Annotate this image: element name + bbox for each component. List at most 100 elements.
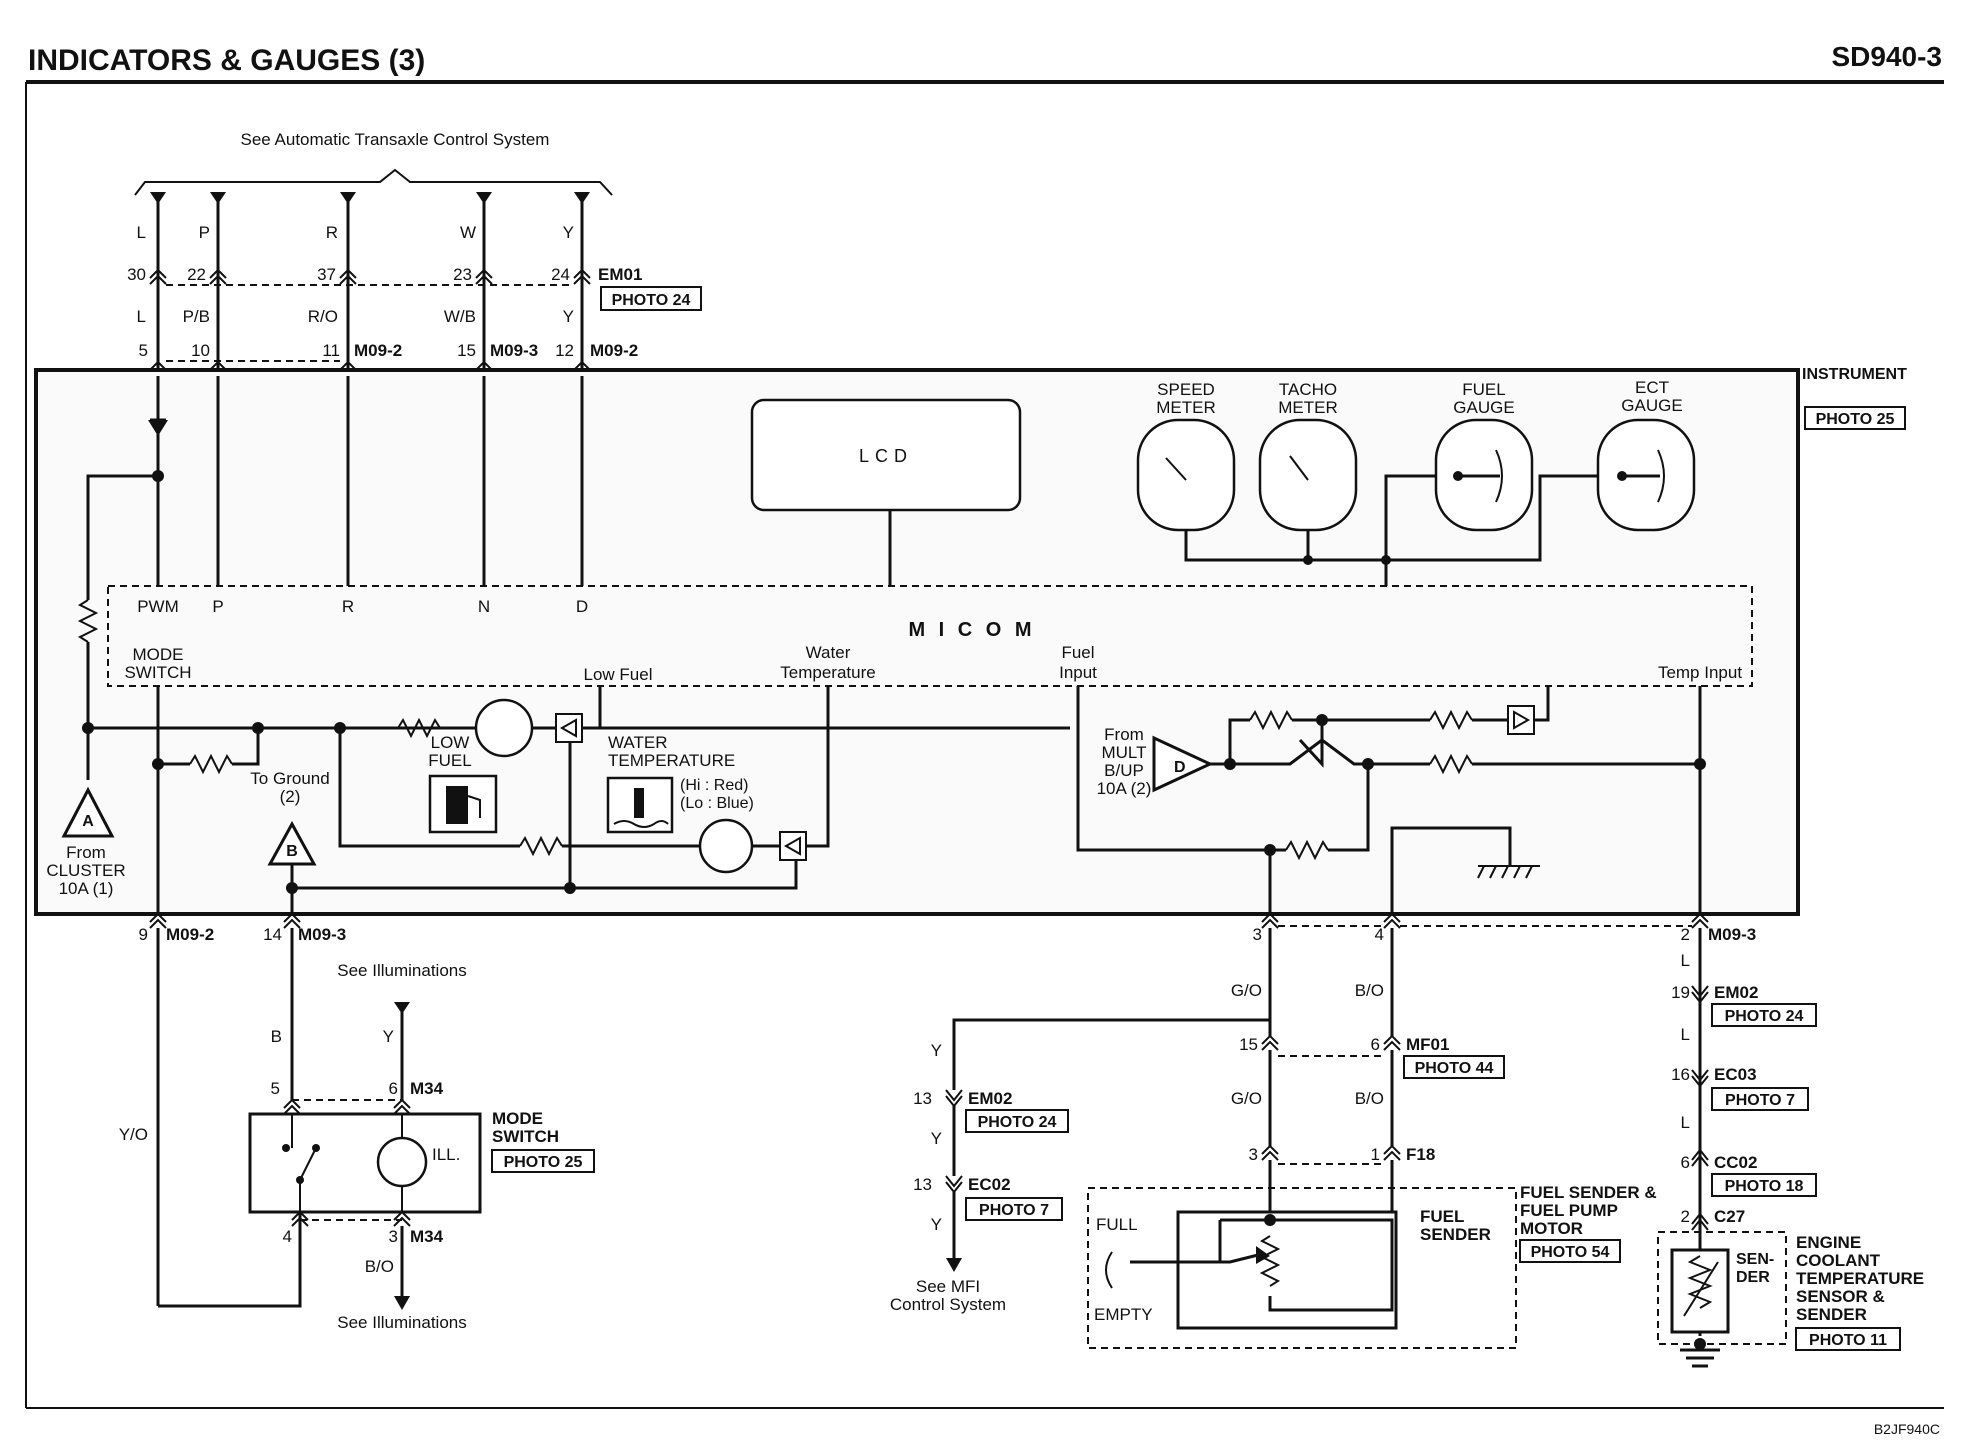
mode-switch-photo: PHOTO 25	[504, 1154, 583, 1171]
micom-pin-n: N	[478, 597, 490, 616]
water-temp-icon	[606, 776, 674, 834]
wire-color-3a: R	[326, 223, 338, 242]
fuel-pin-4: 4	[1375, 925, 1384, 944]
ect-photo-box	[1795, 1327, 1901, 1351]
fuel-path-wiring	[945, 912, 1517, 1349]
conn-m09-3-temp: M09-3	[1708, 925, 1756, 944]
sender-photo: PHOTO 54	[1531, 1244, 1610, 1261]
water-temp-driver	[779, 831, 807, 861]
water-temp-lo: (Lo : Blue)	[680, 795, 754, 812]
em01-photo: PHOTO 24	[612, 292, 691, 309]
wire-color-5a: Y	[563, 223, 574, 242]
fuel-pin-6: 6	[1371, 1035, 1380, 1054]
em01-photo-box	[600, 286, 702, 311]
from-cluster-label-3: 10A (1)	[59, 879, 114, 898]
fuel-pin-3: 3	[1253, 925, 1262, 944]
mf01-photo: PHOTO 44	[1415, 1060, 1494, 1077]
illumination-lamp	[376, 1136, 428, 1188]
full-label: FULL	[1096, 1215, 1138, 1234]
cluster-pin-1: 5	[139, 341, 148, 360]
conn-m34-top: M34	[410, 1079, 444, 1098]
em02-temp-photo-box	[1711, 1003, 1817, 1027]
wire-color-2a: P	[199, 223, 210, 242]
to-ground-label: To Ground	[250, 769, 329, 788]
em02-temp-photo: PHOTO 24	[1725, 1008, 1804, 1025]
cc02-photo-box	[1711, 1173, 1817, 1197]
pin-5-m34: 5	[271, 1079, 280, 1098]
fuel-pin-1: 1	[1371, 1145, 1380, 1164]
sender-photo-box	[1519, 1239, 1621, 1263]
sender-label-2: DER	[1736, 1269, 1770, 1286]
micom-temp-input: Temp Input	[1658, 663, 1742, 682]
conn-ec03: EC03	[1714, 1065, 1757, 1084]
wire-bo-1: B/O	[1355, 981, 1384, 1000]
lower-left-wiring	[149, 912, 482, 1310]
micom-pin-pwm: PWM	[137, 597, 179, 616]
see-mfi-label: See MFI	[916, 1277, 980, 1296]
mf01-photo-box	[1403, 1055, 1505, 1079]
micom-fuel-input-2: Input	[1059, 663, 1097, 682]
ect-title-4: SENSOR &	[1796, 1287, 1885, 1306]
cc02-pin: 6	[1681, 1153, 1690, 1172]
c27-pin: 2	[1681, 1207, 1690, 1226]
micom-box	[107, 585, 1753, 687]
fuel-sender-module-box	[1087, 1187, 1517, 1349]
water-temp-icon-label: WATER	[608, 733, 668, 752]
fuel-pin-3b: 3	[1249, 1145, 1258, 1164]
conn-m34-bottom: M34	[410, 1227, 444, 1246]
speed-label: SPEED	[1157, 380, 1215, 399]
wire-color-4b: W/B	[444, 307, 476, 326]
em02-photo-box	[965, 1109, 1069, 1133]
ect-ground-icon	[1680, 1348, 1720, 1368]
speed-meter	[1136, 418, 1236, 532]
low-fuel-icon-label-2: FUEL	[428, 751, 471, 770]
ect-title-3: TEMPERATURE	[1796, 1269, 1924, 1288]
micom-fuel-input: Fuel	[1061, 643, 1094, 662]
ref-b: B	[286, 843, 298, 860]
see-illuminations-bottom: See Illuminations	[337, 1313, 466, 1332]
mode-switch-box	[248, 1112, 482, 1214]
ill-label: ILL.	[432, 1145, 460, 1164]
cluster-pin-4: 15	[457, 341, 476, 360]
conn-em02-fuel: EM02	[968, 1089, 1012, 1108]
micom-water-temp-2: Temperature	[780, 663, 875, 682]
wire-go-2: G/O	[1231, 1089, 1262, 1108]
wire-y-em02: Y	[931, 1041, 942, 1060]
ect-title-2: COOLANT	[1796, 1251, 1881, 1270]
cluster-photo: PHOTO 25	[1816, 411, 1895, 428]
micom-mode-switch-2: SWITCH	[124, 663, 191, 682]
low-fuel-icon-label: LOW	[431, 733, 470, 752]
figure-ref: B2JF940C	[1874, 1421, 1940, 1437]
conn-m09-3-bottom: M09-3	[298, 925, 346, 944]
ref-d: D	[1174, 759, 1186, 776]
conn-f18: F18	[1406, 1145, 1435, 1164]
from-mult-label-3: B/UP	[1104, 761, 1144, 780]
ect-title-5: SENDER	[1796, 1305, 1867, 1324]
cc02-photo: PHOTO 18	[1725, 1178, 1804, 1195]
conn-em02-temp: EM02	[1714, 983, 1758, 1002]
micom-mode-switch: MODE	[133, 645, 184, 664]
ref-a-marker	[61, 786, 115, 838]
conn-c27: C27	[1714, 1207, 1745, 1226]
mode-switch-label-2: SWITCH	[492, 1127, 559, 1146]
low-fuel-driver	[555, 713, 583, 743]
fuel-sender-label: FUEL	[1420, 1207, 1464, 1226]
em01-pin-5: 24	[551, 265, 570, 284]
micom-label: M I C O M	[908, 619, 1035, 641]
pin-14: 14	[263, 925, 282, 944]
wire-b: B	[271, 1027, 282, 1046]
low-fuel-lamp	[474, 698, 534, 758]
diode-d-marker	[1152, 735, 1214, 793]
pin-6-m34: 6	[389, 1079, 398, 1098]
em02-temp-pin: 19	[1671, 983, 1690, 1002]
lcd-box	[750, 398, 1022, 512]
conn-m09-2-bottom: M09-2	[166, 925, 214, 944]
wire-bo-2: B/O	[1355, 1089, 1384, 1108]
ec03-pin: 16	[1671, 1065, 1690, 1084]
micom-pin-r: R	[342, 597, 354, 616]
wire-l-2: L	[1681, 1025, 1690, 1044]
see-mfi-label-2: Control System	[890, 1295, 1006, 1314]
to-ground-label-2: (2)	[280, 787, 301, 806]
em01-pin-1: 30	[127, 265, 146, 284]
